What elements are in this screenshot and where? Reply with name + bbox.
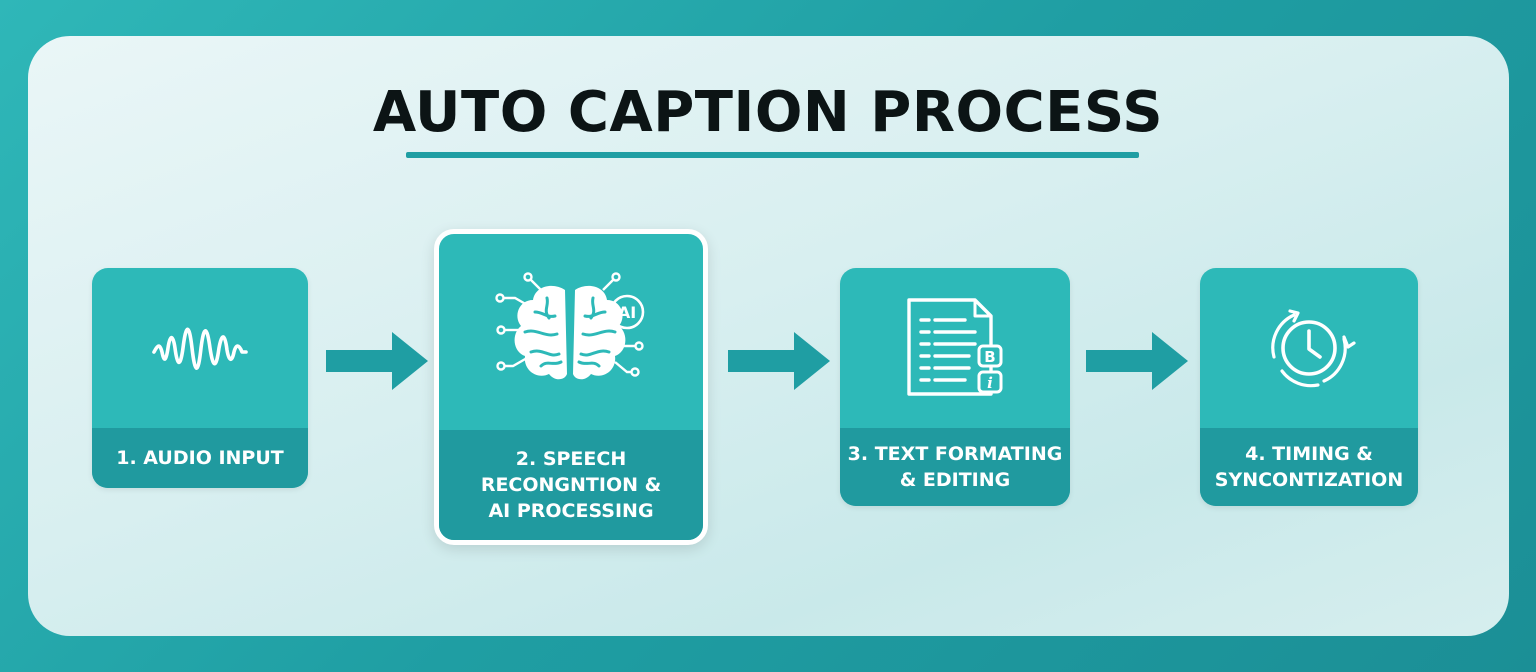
step-label-line: 3. TEXT FORMATING — [847, 443, 1063, 465]
step-text-formatting: B i 3. TEXT FORMATING & EDITING — [840, 268, 1070, 506]
step-label: 4. TIMING & SYNCONTIZATION — [1200, 428, 1418, 506]
step-label-line: 4. TIMING & — [1245, 443, 1373, 465]
page-title: AUTO CAPTION PROCESS — [372, 80, 1164, 145]
italic-badge-text: i — [987, 374, 993, 392]
step-audio-input: 1. AUDIO INPUT — [92, 268, 308, 488]
ai-brain-icon: AI — [439, 234, 703, 430]
step-label-line: RECONGNTION & — [480, 474, 662, 496]
step-label-line: 2. SPEECH — [515, 448, 627, 470]
step-label: 3. TEXT FORMATING & EDITING — [840, 428, 1070, 506]
step-label-line: & EDITING — [899, 469, 1011, 491]
step-label: 1. AUDIO INPUT — [92, 428, 308, 488]
title-underline — [406, 152, 1139, 158]
bold-badge-text: B — [984, 348, 995, 366]
arrow-right-icon — [326, 332, 428, 390]
arrow-right-icon — [728, 332, 830, 390]
document-format-icon: B i — [840, 268, 1070, 428]
step-label-line: 1. AUDIO INPUT — [116, 447, 284, 469]
step-label-line: SYNCONTIZATION — [1214, 469, 1404, 491]
step-timing-sync: 4. TIMING & SYNCONTIZATION — [1200, 268, 1418, 506]
step-label-line: AI PROCESSING — [488, 500, 654, 522]
clock-sync-icon — [1200, 268, 1418, 428]
step-speech-recognition: AI 2. SPEECH RECONGNTION & AI PROCESSING — [434, 229, 708, 545]
sound-wave-icon — [92, 268, 308, 428]
ai-badge-text: AI — [618, 303, 636, 322]
step-label: 2. SPEECH RECONGNTION & AI PROCESSING — [439, 430, 703, 540]
arrow-right-icon — [1086, 332, 1188, 390]
